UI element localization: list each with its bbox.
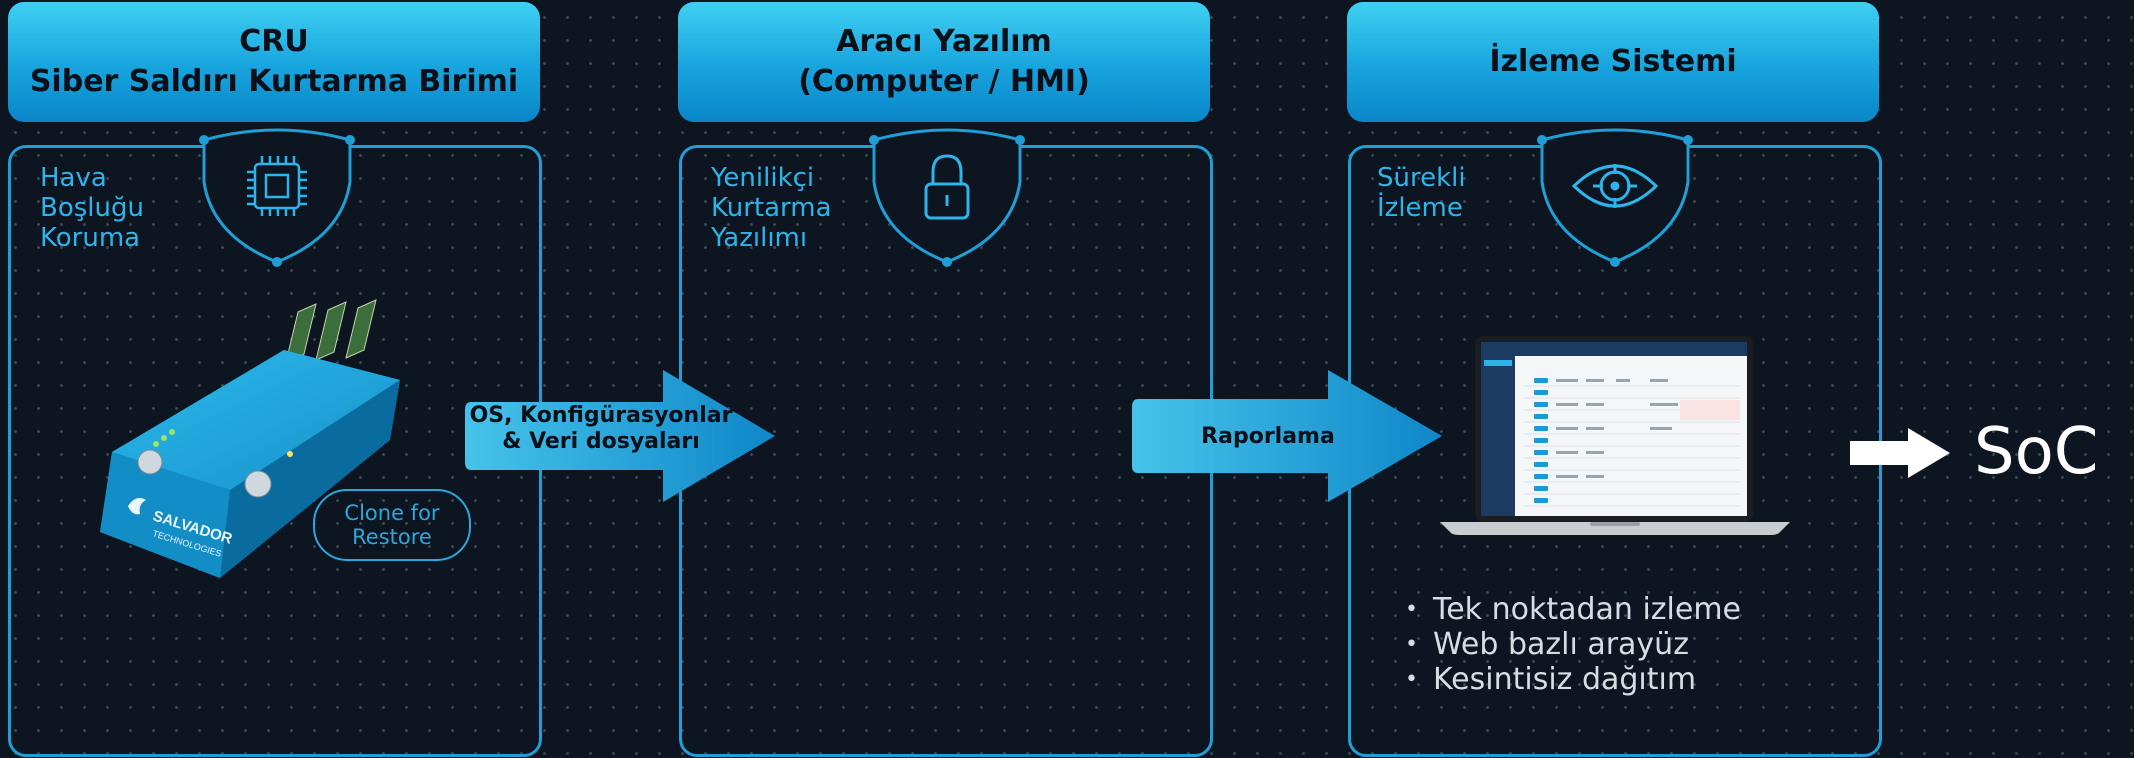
cru-device-image: SALVADOR TECHNOLOGIES: [100, 299, 400, 578]
eye-shield: [1530, 124, 1700, 267]
list-item-text: Web bazlı arayüz: [1433, 627, 1689, 662]
list-item: •Kesintisiz dağıtım: [1405, 662, 1697, 697]
lock-shield: [862, 124, 1032, 267]
middleware-header: Aracı Yazılım (Computer / HMI): [678, 2, 1210, 122]
middleware-side-label: Yenilikçi Kurtarma Yazılımı: [711, 163, 832, 253]
monitoring-features-list: •Tek noktadan izleme •Web bazlı arayüz •…: [1405, 592, 1741, 697]
memory-modules-image: [285, 299, 377, 363]
cru-side-label: Hava Boşluğu Koruma: [40, 163, 144, 253]
monitoring-side-label: Sürekli İzleme: [1377, 163, 1466, 223]
list-item: •Tek noktadan izleme: [1405, 592, 1742, 627]
salvador-logo: [128, 498, 146, 515]
data-flow-label: OS, Konfigürasyonlar & Veri dosyaları: [469, 403, 733, 454]
chip-icon: [247, 156, 307, 216]
cru-header: CRU Siber Saldırı Kurtarma Birimi: [8, 2, 540, 122]
soc-label: SoC: [1974, 415, 2099, 489]
reporting-label: Raporlama: [1201, 424, 1335, 449]
laptop-dashboard-image: [1440, 336, 1790, 535]
eye-target-icon: [1571, 164, 1659, 208]
list-item-text: Kesintisiz dağıtım: [1433, 662, 1697, 697]
monitoring-header: İzleme Sistemi: [1347, 2, 1879, 122]
list-item-text: Tek noktadan izleme: [1433, 592, 1742, 627]
chip-shield: [192, 124, 362, 267]
data-flow-arrow: [465, 370, 775, 502]
lock-icon: [924, 154, 970, 220]
soc-arrow-icon: [1850, 428, 1950, 478]
list-item: •Web bazlı arayüz: [1405, 627, 1689, 662]
reporting-arrow: [1132, 370, 1442, 502]
clone-for-restore-badge: Clone for Restore: [313, 489, 471, 561]
